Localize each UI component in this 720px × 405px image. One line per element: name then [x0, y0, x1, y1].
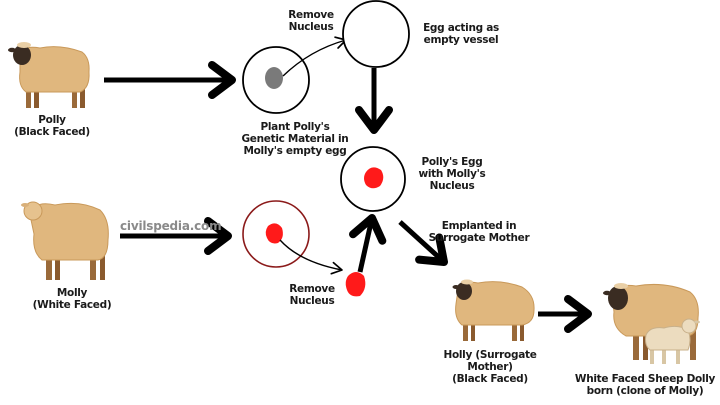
plant-genetic-label: Plant Polly's Genetic Material in Molly'…	[236, 121, 354, 157]
dolly-with-mother-icon	[603, 283, 699, 360]
empty-vessel-label: Egg acting as empty vessel	[418, 22, 504, 46]
molly-name: Molly	[56, 287, 88, 299]
plant-genetic-line3: Molly's empty egg	[243, 145, 347, 157]
polly-sheep-icon	[8, 42, 90, 108]
polly-label: Polly (Black Faced)	[12, 114, 92, 138]
emplanted-label: Emplanted in Surrogate Mother	[424, 220, 534, 244]
remove-nucleus-top-line2: Nucleus	[288, 21, 334, 33]
pollys-egg-line3: Nucleus	[429, 180, 475, 192]
red-nucleus-icon	[364, 167, 384, 189]
arrow-transfer-nucleus	[282, 36, 347, 77]
gray-nucleus-icon	[265, 67, 283, 89]
polly-cell	[242, 46, 310, 114]
molly-cell	[242, 200, 310, 268]
remove-nucleus-bottom-line1: Remove	[289, 283, 335, 295]
dolly-line2: born (clone of Molly)	[586, 385, 704, 397]
holly-line1: Holly (Surrogate Mother)	[443, 349, 537, 373]
dolly-line1: White Faced Sheep Dolly	[574, 373, 716, 385]
pollys-egg-line2: with Molly's	[418, 168, 486, 180]
remove-nucleus-top-line1: Remove	[288, 9, 334, 21]
plant-genetic-line1: Plant Polly's	[260, 121, 330, 133]
emplanted-line1: Emplanted in	[441, 220, 517, 232]
molly-label: Molly (White Faced)	[30, 287, 114, 311]
pollys-egg-line1: Polly's Egg	[421, 156, 483, 168]
empty-egg	[342, 0, 410, 68]
empty-vessel-line1: Egg acting as	[423, 22, 499, 34]
plant-genetic-line2: Genetic Material in	[241, 133, 349, 145]
holly-sheep-icon	[452, 279, 535, 341]
polly-name: Polly	[38, 114, 66, 126]
dolly-lamb-icon	[645, 318, 700, 364]
arrow-to-surrogate	[398, 220, 448, 266]
polly-desc: (Black Faced)	[14, 126, 90, 138]
dolly-label: White Faced Sheep Dolly born (clone of M…	[574, 373, 716, 397]
remove-nucleus-bottom-label: Remove Nucleus	[284, 283, 340, 307]
watermark: civilspedia.com	[120, 219, 222, 233]
molly-nucleus-icon	[265, 223, 283, 244]
pollys-egg-label: Polly's Egg with Molly's Nucleus	[414, 156, 490, 192]
holly-label: Holly (Surrogate Mother) (Black Faced)	[422, 349, 558, 385]
remove-nucleus-bottom-line2: Nucleus	[289, 295, 335, 307]
removed-nucleus-icon	[345, 272, 366, 297]
arrow-nucleus-up	[349, 214, 387, 273]
holly-line2: (Black Faced)	[452, 373, 528, 385]
remove-nucleus-top-label: Remove Nucleus	[276, 9, 346, 33]
molly-desc: (White Faced)	[32, 299, 112, 311]
emplanted-line2: Surrogate Mother	[428, 232, 530, 244]
arrow-remove-nucleus	[279, 239, 343, 275]
combined-egg	[340, 146, 406, 212]
empty-vessel-line2: empty vessel	[423, 34, 499, 46]
molly-sheep-icon	[21, 201, 109, 280]
